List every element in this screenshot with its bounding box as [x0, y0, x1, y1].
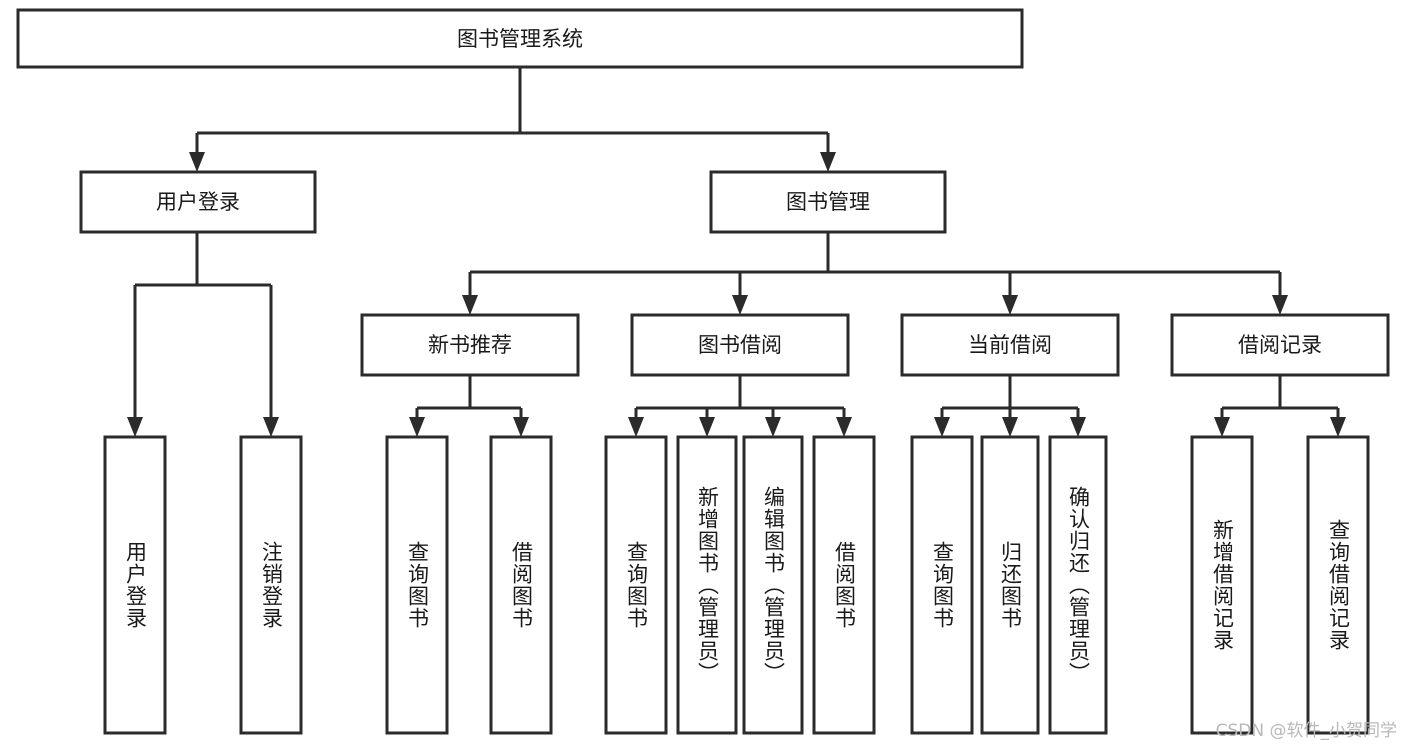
node-borrow-record[interactable]: 借阅记录	[1170, 313, 1390, 377]
arrow-head-new-book	[462, 295, 478, 315]
leaf-box-logout[interactable]	[239, 435, 303, 735]
node-borrow-record-label: 借阅记录	[1238, 333, 1322, 357]
leaf-box-record-query[interactable]	[1306, 435, 1370, 735]
node-root-box[interactable]	[16, 8, 1024, 69]
arrow-head-bookborrow-leaf-2	[699, 417, 715, 437]
arrow-head-book-mgmt	[820, 152, 836, 172]
arrow-head-user-login	[189, 152, 205, 172]
node-root-label: 图书管理系统	[457, 27, 583, 51]
arrow-head-leaf-logout	[263, 417, 279, 437]
arrow-head-currentborrow-leaf-2	[1002, 417, 1018, 437]
node-root[interactable]: 图书管理系统	[16, 8, 1024, 69]
csdn-watermark: CSDN @软件_小贺同学	[1215, 721, 1397, 741]
arrow-head-borrow-record	[1272, 295, 1288, 315]
node-book-management-box[interactable]	[709, 170, 947, 234]
leaf-box-newbook-query[interactable]	[385, 435, 449, 735]
arrow-head-leaf-user-login	[127, 417, 143, 437]
leaf-box-borrow-add[interactable]	[676, 435, 738, 735]
leaf-box-borrow-query[interactable]	[604, 435, 668, 735]
arrow-head-currentborrow-leaf-1	[934, 417, 950, 437]
arrow-head-currentborrow-leaf-3	[1070, 417, 1086, 437]
node-book-management-label: 图书管理	[786, 190, 870, 214]
node-book-management[interactable]: 图书管理	[709, 170, 947, 234]
arrow-head-borrowrecord-leaf-1	[1214, 417, 1230, 437]
node-user-login[interactable]: 用户登录	[79, 170, 317, 234]
connector-group	[127, 67, 1346, 437]
node-book-borrow[interactable]: 图书借阅	[630, 313, 850, 377]
arrow-head-bookborrow-leaf-1	[628, 417, 644, 437]
node-user-login-label: 用户登录	[156, 190, 240, 214]
arrow-head-bookborrow-leaf-4	[836, 417, 852, 437]
leaf-box-newbook-borrow[interactable]	[489, 435, 553, 735]
leaf-box-borrow-lend[interactable]	[812, 435, 876, 735]
arrow-head-current-borrow	[1002, 295, 1018, 315]
node-user-login-box[interactable]	[79, 170, 317, 234]
node-current-borrow[interactable]: 当前借阅	[900, 313, 1120, 377]
leaf-box-record-add[interactable]	[1190, 435, 1254, 735]
arrow-head-borrowrecord-leaf-2	[1330, 417, 1346, 437]
node-borrow-record-box[interactable]	[1170, 313, 1390, 377]
leaf-box-borrow-edit[interactable]	[742, 435, 804, 735]
arrow-head-newbook-leaf-2	[513, 417, 529, 437]
arrow-head-bookborrow-leaf-3	[765, 417, 781, 437]
leaf-box-current-confirm[interactable]	[1048, 435, 1108, 735]
node-new-book-recommend[interactable]: 新书推荐	[360, 313, 580, 377]
node-book-borrow-label: 图书借阅	[698, 333, 782, 357]
node-new-book-recommend-label: 新书推荐	[428, 333, 512, 357]
leaf-box-user-login[interactable]	[103, 435, 167, 735]
leaf-box-current-return[interactable]	[980, 435, 1040, 735]
node-current-borrow-label: 当前借阅	[968, 333, 1052, 357]
leaf-box-current-query[interactable]	[910, 435, 974, 735]
node-current-borrow-box[interactable]	[900, 313, 1120, 377]
node-new-book-recommend-box[interactable]	[360, 313, 580, 377]
arrow-head-book-borrow	[732, 295, 748, 315]
arrow-head-newbook-leaf-1	[409, 417, 425, 437]
node-book-borrow-box[interactable]	[630, 313, 850, 377]
